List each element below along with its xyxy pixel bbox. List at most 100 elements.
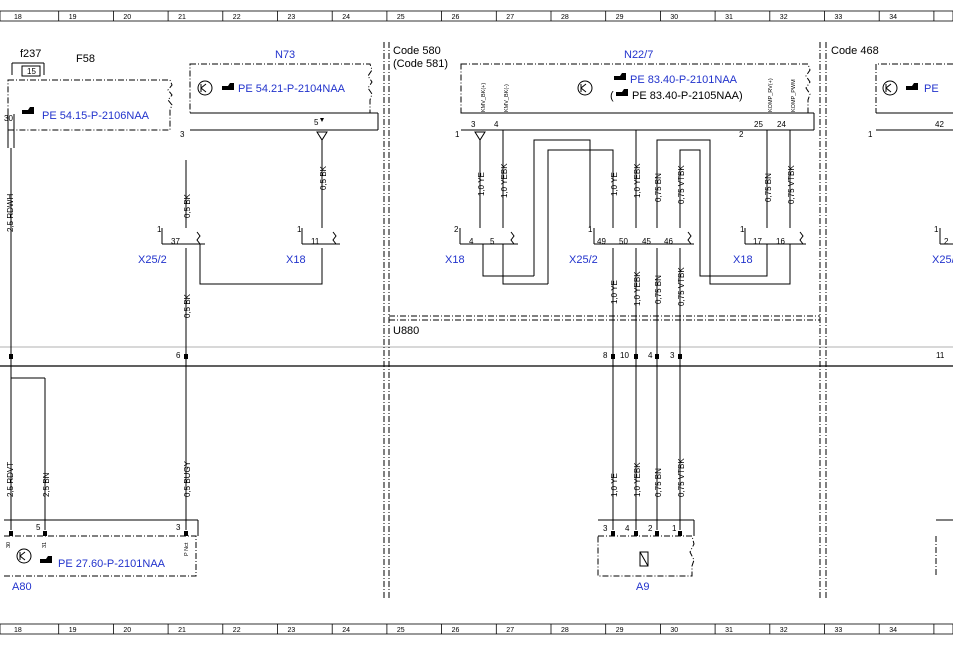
code-580-label: Code 580 bbox=[393, 45, 441, 57]
a80-module[interactable]: 5 3 30 31 P Nct PE 27.60-P-2101NAA A80 bbox=[4, 519, 199, 593]
n73-module[interactable]: N73 PE 54.21-P-2104NAA 3 5 bbox=[180, 49, 379, 141]
n73-pin-3: 3 bbox=[180, 130, 185, 139]
bus-pin-11: 11 bbox=[936, 351, 945, 360]
f58-ref[interactable]: PE 54.15-P-2106NAA bbox=[42, 110, 150, 122]
ruler-number: 33 bbox=[835, 14, 843, 21]
sig-kmv-bk-plus: KMV_BK(+) bbox=[481, 83, 487, 112]
wire-bn-bot: 0,75 BN bbox=[654, 468, 663, 497]
n22-pin-3: 3 bbox=[471, 120, 476, 129]
x18-connector-left[interactable]: 1 11 X18 bbox=[286, 225, 340, 266]
code-468-section[interactable]: Code 468 PE 1 42 1 2 X25/2 bbox=[831, 45, 953, 576]
ruler-number: 32 bbox=[780, 14, 788, 21]
ruler-number: 31 bbox=[725, 627, 733, 634]
n22-pin-24: 24 bbox=[777, 120, 786, 129]
wire-yebk-low: 1,0 YEBK bbox=[633, 271, 642, 306]
a9-pin-1: 1 bbox=[672, 524, 677, 533]
sig-komp-pwm: KOMP_PWM bbox=[791, 79, 797, 112]
x25-pin-37: 37 bbox=[171, 237, 180, 246]
a80-ref[interactable]: PE 27.60-P-2101NAA bbox=[58, 558, 166, 570]
wire-rdvt: 2,5 RDVT bbox=[6, 462, 15, 497]
sig-kmv-bk-minus: KMV_BK(-) bbox=[504, 84, 510, 112]
ruler-number: 22 bbox=[233, 14, 241, 21]
fuse-symbol bbox=[21, 65, 41, 77]
a9-compressor[interactable]: 3 4 2 1 A9 bbox=[597, 519, 695, 593]
code-468-label: Code 468 bbox=[831, 45, 879, 57]
ruler-number: 26 bbox=[452, 627, 460, 634]
n22-ref-1[interactable]: PE 83.40-P-2101NAA bbox=[630, 74, 738, 86]
ruler-number: 27 bbox=[506, 627, 514, 634]
a80-pin-30: 30 bbox=[6, 542, 12, 548]
wire-yebk-bot: 1,0 YEBK bbox=[633, 462, 642, 497]
ruler-number: 33 bbox=[835, 627, 843, 634]
hand-pointer-icon bbox=[906, 83, 918, 90]
ruler-number: 34 bbox=[889, 14, 897, 21]
ruler-number: 26 bbox=[452, 14, 460, 21]
wire-bk-n73: 0,5 BK bbox=[319, 165, 328, 190]
a80-pin-5: 5 bbox=[36, 523, 41, 532]
hand-pointer-icon bbox=[616, 89, 628, 96]
transistor-icon bbox=[577, 80, 593, 96]
ruler-number: 19 bbox=[69, 627, 77, 634]
wire-ye-bot: 1,0 YE bbox=[610, 473, 619, 497]
u880-pin-8: 8 bbox=[603, 351, 608, 360]
ruler-number: 29 bbox=[616, 14, 624, 21]
n22-ref-2[interactable]: PE 83.40-P-2105NAA) bbox=[632, 90, 743, 102]
ruler-number: 23 bbox=[288, 14, 296, 21]
ruler-number: 20 bbox=[123, 627, 131, 634]
ruler-number: 25 bbox=[397, 14, 405, 21]
f58-pin-30: 30 bbox=[4, 114, 13, 123]
n73-ref[interactable]: PE 54.21-P-2104NAA bbox=[238, 83, 346, 95]
x18-label-right: X18 bbox=[733, 254, 753, 266]
x18b-pin-4: 4 bbox=[469, 237, 474, 246]
x25b-pin-45: 45 bbox=[642, 237, 651, 246]
c468-pin-42: 42 bbox=[935, 120, 944, 129]
u880-pin-10: 10 bbox=[620, 351, 629, 360]
f58-fuse-box[interactable]: f237 15 F58 PE 54.15-P-2106NAA 30 bbox=[4, 48, 173, 148]
ruler-number: 29 bbox=[616, 627, 624, 634]
x18-connector-mid[interactable]: 2 4 5 X18 bbox=[445, 225, 518, 266]
x18-pin-1: 1 bbox=[297, 225, 302, 234]
ruler-number: 32 bbox=[780, 627, 788, 634]
ruler-frame bbox=[0, 10, 953, 22]
ruler-number: 31 bbox=[725, 14, 733, 21]
x25-pin-1: 1 bbox=[157, 225, 162, 234]
u880-label: U880 bbox=[393, 325, 419, 337]
a9-label: A9 bbox=[636, 581, 649, 593]
hand-pointer-icon bbox=[222, 83, 234, 90]
transistor-icon bbox=[197, 80, 213, 96]
n22-pin-1: 1 bbox=[455, 130, 460, 139]
ruler-number: 18 bbox=[14, 627, 22, 634]
x18-pin-11: 11 bbox=[311, 237, 320, 246]
wire-ye-top: 1,0 YE bbox=[477, 172, 486, 196]
transistor-icon bbox=[882, 80, 898, 96]
a80-pin-31: 31 bbox=[42, 542, 48, 548]
f58-label: F58 bbox=[76, 53, 95, 65]
ruler-number: 28 bbox=[561, 14, 569, 21]
wire-bn-a80: 2,5 BN bbox=[42, 472, 51, 497]
wire-yebk-mid: 1,0 YEBK bbox=[633, 163, 642, 198]
a9-pin-3: 3 bbox=[603, 524, 608, 533]
u880-pin-4: 4 bbox=[648, 351, 653, 360]
c468-ref[interactable]: PE bbox=[924, 83, 939, 95]
n22-pin-4: 4 bbox=[494, 120, 499, 129]
fuse-value: 15 bbox=[27, 67, 36, 76]
hand-pointer-icon bbox=[22, 107, 34, 114]
x25-2-connector-mid[interactable]: 1 49 50 45 46 X25/2 bbox=[569, 225, 694, 266]
c468-pin-1b: 1 bbox=[934, 225, 939, 234]
x25-2-connector-left[interactable]: 1 37 X25/2 bbox=[138, 225, 205, 266]
x18b-pin-2: 2 bbox=[454, 225, 459, 234]
wire-bugy: 0,5 BUGY bbox=[183, 460, 192, 497]
n22-7-label: N22/7 bbox=[624, 49, 653, 61]
a9-pin-4: 4 bbox=[625, 524, 630, 533]
wire-bk-x25-up: 0,5 BK bbox=[183, 193, 192, 218]
ruler-number: 20 bbox=[123, 14, 131, 21]
wire-bk-x25-down: 0,5 BK bbox=[183, 293, 192, 318]
n22-7-module[interactable]: N22/7 PE 83.40-P-2101NAA ( PE 83.40-P-21… bbox=[455, 49, 815, 141]
x25b-pin-1: 1 bbox=[588, 225, 593, 234]
x18-connector-right[interactable]: 1 17 16 X18 bbox=[733, 225, 806, 266]
x25-2-label-mid: X25/2 bbox=[569, 254, 598, 266]
wire-bn-low: 0,75 BN bbox=[654, 275, 663, 304]
ruler-number: 30 bbox=[670, 627, 678, 634]
left-wiring bbox=[10, 140, 323, 530]
